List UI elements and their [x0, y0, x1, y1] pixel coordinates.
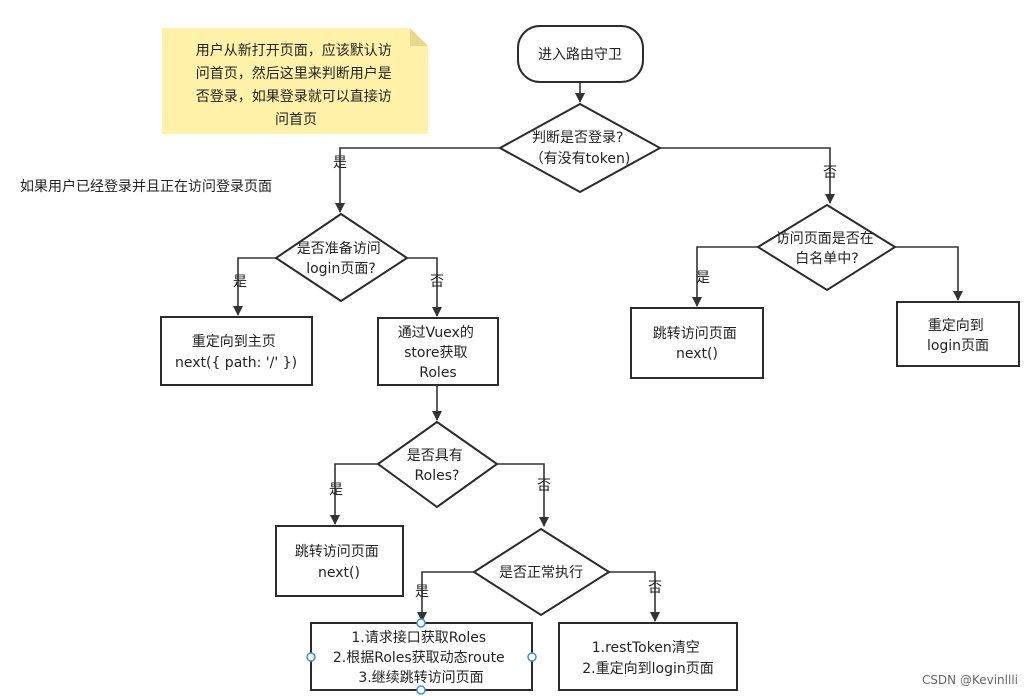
svg-text:重定向到主页 next({ path: '/': 重定向到主页 next({ path: '/' }) — [175, 334, 297, 371]
node-going-login[interactable]: 是否准备访问 login页面? — [274, 212, 409, 303]
edge-hasroles-yes — [330, 463, 378, 525]
label-login-yes: 是 — [333, 155, 347, 171]
node-request-roles[interactable]: 1.请求接口获取Roles 2.根据Roles获取动态route 3.继续跳转访… — [306, 618, 537, 695]
jump-page-mid-line-1: 跳转访问页面 — [295, 544, 379, 560]
node-is-logged-in[interactable]: 判断是否登录? （有没有token) — [497, 102, 663, 194]
selection-handle-left[interactable] — [306, 652, 316, 662]
svg-text:重定向到 login页面: 重定向到 login页面 — [927, 318, 989, 354]
node-jump-page-right[interactable]: 跳转访问页面 next() — [630, 307, 764, 379]
svg-text:通过Vuex的 store获取 Ro: 通过Vuex的 store获取 Roles — [398, 325, 479, 381]
svg-text:判断是否登录? （有没有token): 判断是否登录? （有没有token) — [530, 130, 631, 167]
svg-text:1.请求接口获取Roles 2.根据Roles获: 1.请求接口获取Roles 2.根据Roles获取动态route 3.继续跳转访… — [333, 629, 509, 686]
note-line-1: 用户从新打开页面，应该默认访 — [196, 42, 392, 59]
svg-text:是否准备访问 login页面?: 是否准备访问 login页面? — [297, 240, 385, 277]
request-roles-line-1: 1.请求接口获取Roles — [351, 629, 486, 646]
redirect-login-right-line-1: 重定向到 — [928, 318, 984, 334]
edge-normal-yes — [417, 571, 474, 622]
get-roles-line-2: store获取 — [404, 345, 467, 361]
going-login-line-2: login页面? — [306, 261, 376, 277]
label-normal-yes: 是 — [415, 584, 429, 600]
note-line-3: 否登录，如果登录就可以直接访 — [196, 88, 392, 105]
request-roles-line-2: 2.根据Roles获取动态route — [333, 650, 505, 666]
node-in-whitelist[interactable]: 访问页面是否在 白名单中? — [756, 203, 897, 292]
has-roles-line-2: Roles? — [415, 468, 460, 484]
jump-page-right-line-2: next() — [676, 346, 718, 362]
edge-login-no — [660, 147, 835, 204]
selection-handle-right[interactable] — [527, 652, 537, 662]
svg-text:1.restToken清空 2.重定向到logi: 1.restToken清空 2.重定向到login页面 — [582, 640, 713, 677]
in-whitelist-line-2: 白名单中? — [795, 251, 858, 267]
node-jump-page-mid[interactable]: 跳转访问页面 next() — [275, 525, 404, 597]
selection-handle-top[interactable] — [416, 618, 426, 628]
node-normal-exec[interactable]: 是否正常执行 — [472, 527, 611, 617]
svg-text:是否具有 Roles?: 是否具有 Roles? — [407, 448, 467, 484]
edge-going-login-no — [407, 257, 442, 317]
edge-login-yes — [335, 147, 500, 213]
has-roles-line-1: 是否具有 — [407, 448, 463, 464]
label-going-login-yes: 是 — [233, 274, 247, 290]
watermark-text: CSDN @Kevinllli — [922, 673, 1018, 687]
edges — [233, 82, 963, 622]
node-has-roles[interactable]: 是否具有 Roles? — [376, 420, 499, 509]
svg-text:进入路由守卫: 进入路由守卫 — [538, 47, 622, 63]
label-hasroles-yes: 是 — [329, 482, 343, 498]
label-going-login-no: 否 — [430, 274, 444, 290]
in-whitelist-line-1: 访问页面是否在 — [776, 231, 874, 247]
annotation-text: 如果用户已经登录并且正在访问登录页面 — [20, 178, 272, 195]
svg-text:跳转访问页面 next(): 跳转访问页面 next() — [653, 326, 741, 362]
redirect-login-right-line-2: login页面 — [927, 338, 989, 354]
node-redirect-home[interactable]: 重定向到主页 next({ path: '/' }) — [160, 316, 313, 386]
edge-whitelist-no — [895, 246, 963, 301]
reset-token-line-1: 1.restToken清空 — [592, 640, 700, 656]
node-start[interactable]: 进入路由守卫 — [517, 25, 644, 83]
edge-going-login-yes — [233, 257, 276, 316]
start-label: 进入路由守卫 — [538, 47, 622, 63]
redirect-home-line-1: 重定向到主页 — [192, 334, 276, 350]
label-whitelist-yes: 是 — [696, 270, 710, 286]
svg-text:跳转访问页面 next(): 跳转访问页面 next() — [295, 544, 383, 581]
label-hasroles-no: 否 — [537, 478, 551, 494]
reset-token-line-2: 2.重定向到login页面 — [582, 661, 713, 677]
edge-whitelist-yes — [692, 246, 758, 307]
note-fold-corner — [410, 28, 428, 46]
jump-page-mid-line-2: next() — [318, 565, 360, 581]
svg-text:是否正常执行: 是否正常执行 — [499, 565, 583, 581]
node-reset-token[interactable]: 1.restToken清空 2.重定向到login页面 — [558, 622, 738, 691]
edge-labels: 是 否 是 否 是 是 否 是 否 — [233, 155, 837, 600]
note-line-4: 问首页 — [275, 112, 317, 128]
edge-hasroles-no — [497, 463, 549, 527]
normal-exec-label: 是否正常执行 — [499, 565, 583, 581]
is-logged-in-line-1: 判断是否登录? — [532, 130, 623, 146]
selection-handle-bottom[interactable] — [416, 685, 426, 695]
going-login-line-1: 是否准备访问 — [297, 240, 381, 257]
get-roles-line-1: 通过Vuex的 — [398, 325, 474, 341]
is-logged-in-line-2: （有没有token) — [530, 151, 631, 167]
edge-normal-no — [609, 571, 660, 622]
note-text: 用户从新打开页面，应该默认访 问首页，然后这里来判断用户是 否登录，如果登录就可… — [196, 42, 396, 128]
note-line-2: 问首页，然后这里来判断用户是 — [196, 65, 392, 82]
svg-text:访问页面是否在 白名单中?: 访问页面是否在 白名单中? — [776, 231, 878, 267]
node-redirect-login-right[interactable]: 重定向到 login页面 — [896, 301, 1020, 367]
request-roles-line-3: 3.继续跳转访问页面 — [358, 669, 483, 686]
jump-page-right-line-1: 跳转访问页面 — [653, 326, 737, 342]
node-get-roles[interactable]: 通过Vuex的 store获取 Roles — [377, 317, 499, 386]
redirect-home-line-2: next({ path: '/' }) — [175, 355, 297, 371]
label-normal-no: 否 — [648, 580, 662, 596]
get-roles-line-3: Roles — [419, 365, 456, 381]
sticky-note: 用户从新打开页面，应该默认访 问首页，然后这里来判断用户是 否登录，如果登录就可… — [162, 28, 428, 134]
label-login-no: 否 — [823, 165, 837, 181]
